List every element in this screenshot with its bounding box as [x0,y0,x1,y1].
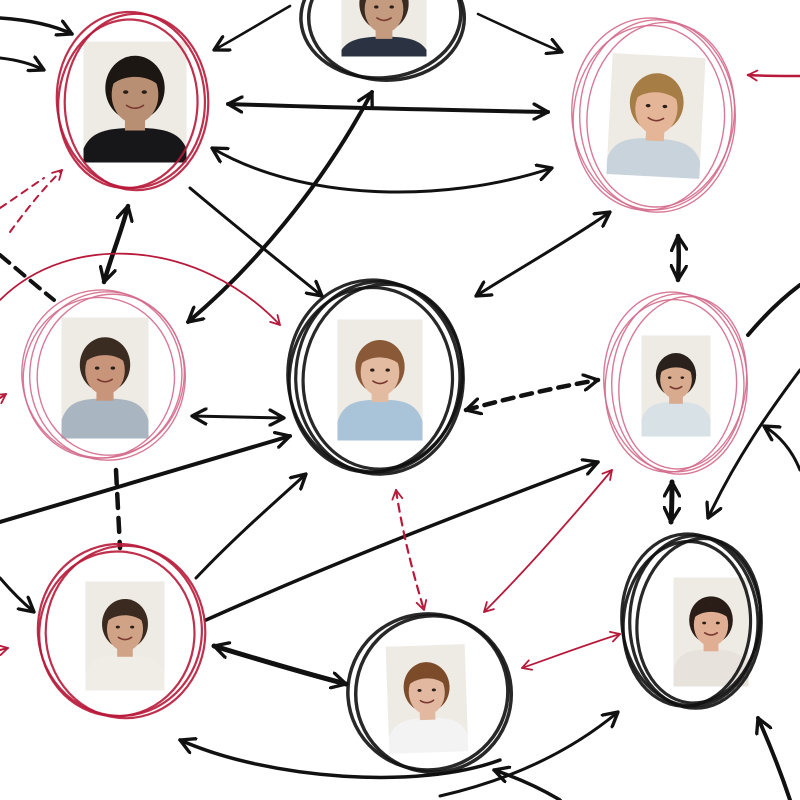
edge-glasses-ponytail-red [483,469,613,613]
edge-bottom-curve-left [178,740,502,780]
edge-offscreen-left-2 [0,58,44,70]
node-woman-dark-hair-smiling [620,532,763,710]
edge-offscreen-left-3 [0,436,292,524]
edge-offscreen-left-1 [0,16,74,34]
edge-offscreen-right-4 [758,716,792,800]
node-woman-blonde-smiling [571,17,737,213]
person-portrait-icon [58,314,152,442]
person-portrait-icon [670,574,752,690]
edge-bald-bottom-dash [113,467,123,551]
edge-offscreen-right-2 [708,368,800,518]
edge-offscreen-right-1 [746,283,800,337]
edge-offscreen-left-red-2 [0,393,7,405]
edge-offscreen-left-red-1 [0,177,45,209]
node-ring [571,17,737,213]
node-man-short-hair-bottom [36,542,207,720]
edge-blonde-glasses [678,233,679,283]
edge-bald-center [192,416,284,418]
edge-top-to-curly [214,4,292,50]
edge-blonde-center [476,212,610,296]
nodes [21,0,763,774]
node-ring [346,612,514,774]
edge-red-curve-bald-center [0,252,281,326]
node-ring [603,291,749,475]
node-woman-braid-center [286,278,465,476]
edge-bottom-curve-right [438,712,618,798]
edge-offscreen-right-3 [764,426,800,472]
node-woman-glasses-curly [603,291,749,475]
edge-curly-blonde-curve [212,148,552,194]
node-ring [55,10,210,192]
edge-offscreen-right-red [746,69,800,82]
edges [0,4,800,800]
edge-bottom-up-arrow [492,770,562,800]
node-ring [286,278,465,476]
node-woman-ponytail-bottom [346,612,514,774]
person-portrait-icon [338,0,430,60]
node-man-bald-stubble [21,289,187,461]
edge-offscreen-left-dash [0,253,56,302]
edge-top-to-bald [186,90,374,324]
edge-curly-bald [104,203,128,285]
person-portrait-icon [638,332,714,440]
edge-offscreen-left-4 [0,576,34,612]
node-man-smiling-top [299,0,467,82]
edge-red-dash-up-curly [9,169,63,233]
node-ring [299,0,467,82]
node-man-curly-black-tshirt [55,10,210,192]
edge-bottom-ponytail [211,646,349,684]
edge-bottom-to-center [194,474,306,580]
edge-glasses-dark [671,479,672,525]
node-ring [620,532,763,710]
person-portrait-icon [80,38,190,166]
node-ring [36,542,207,720]
edge-top-to-blonde [476,12,562,52]
person-portrait-icon [334,316,426,444]
edge-bottom-to-glasses [204,462,600,622]
person-portrait-icon [603,49,709,183]
person-portrait-icon [82,578,168,694]
node-ring [21,289,187,461]
person-portrait-icon [382,641,472,757]
edge-offscreen-left-red-3 [0,644,9,656]
edge-ponytail-dark-red [521,631,621,671]
edge-curly-blonde [226,104,550,112]
edge-center-ponytail-red [391,488,428,612]
edge-curly-center [188,186,322,296]
edge-center-glasses [463,380,601,410]
